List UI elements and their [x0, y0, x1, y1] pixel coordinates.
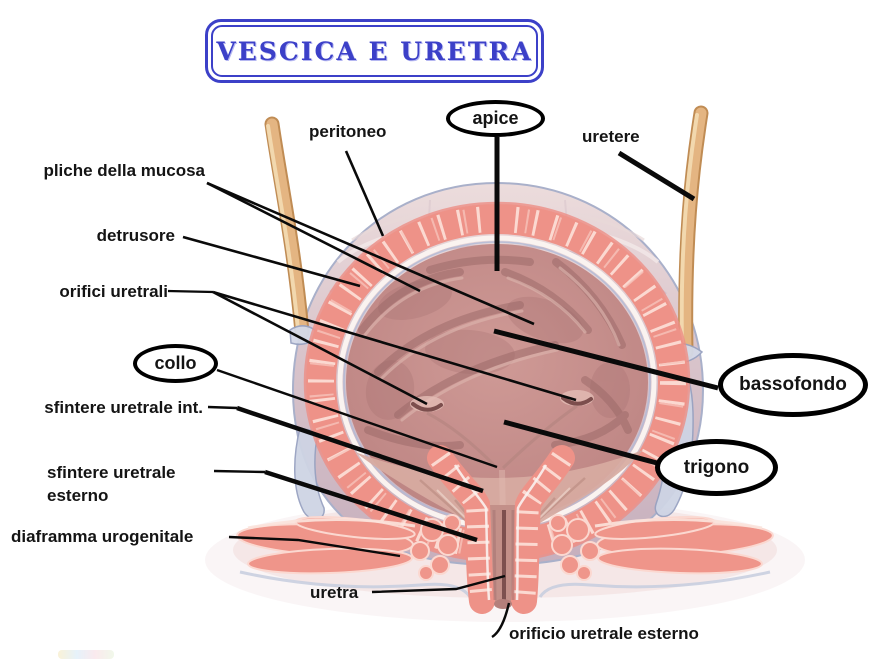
label-sfintere-uretrale-esterno: sfintere uretrale esterno [47, 463, 176, 505]
label-orifici-uretrali: orifici uretrali [59, 282, 168, 301]
urogenital-diaphragm [236, 514, 774, 598]
label-orificio-uretrale-esterno: orificio uretrale esterno [509, 624, 699, 643]
title-box: VESCICA E URETRA [205, 19, 544, 83]
label-diaframma-urogenitale: diaframma urogenitale [11, 527, 194, 546]
page-title: VESCICA E URETRA [216, 36, 533, 66]
oval-label-collo: collo [133, 344, 218, 383]
label-sfintere-uretrale-int: sfintere uretrale int. [44, 398, 203, 417]
leader-lines [167, 137, 719, 639]
oval-label-apice: apice [446, 100, 545, 137]
urethra [427, 445, 575, 614]
oval-label-trigono: trigono [655, 439, 778, 496]
label-detrusore: detrusore [96, 226, 175, 245]
watermark [58, 650, 114, 659]
label-pliche-della-mucosa: pliche della mucosa [43, 161, 205, 180]
oval-label-bassofondo: bassofondo [718, 353, 868, 417]
label-uretra: uretra [310, 583, 359, 602]
ureter-right [678, 105, 709, 360]
label-uretere: uretere [582, 127, 640, 146]
title-inner-border: VESCICA E URETRA [211, 25, 538, 77]
label-peritoneo: peritoneo [309, 122, 387, 141]
